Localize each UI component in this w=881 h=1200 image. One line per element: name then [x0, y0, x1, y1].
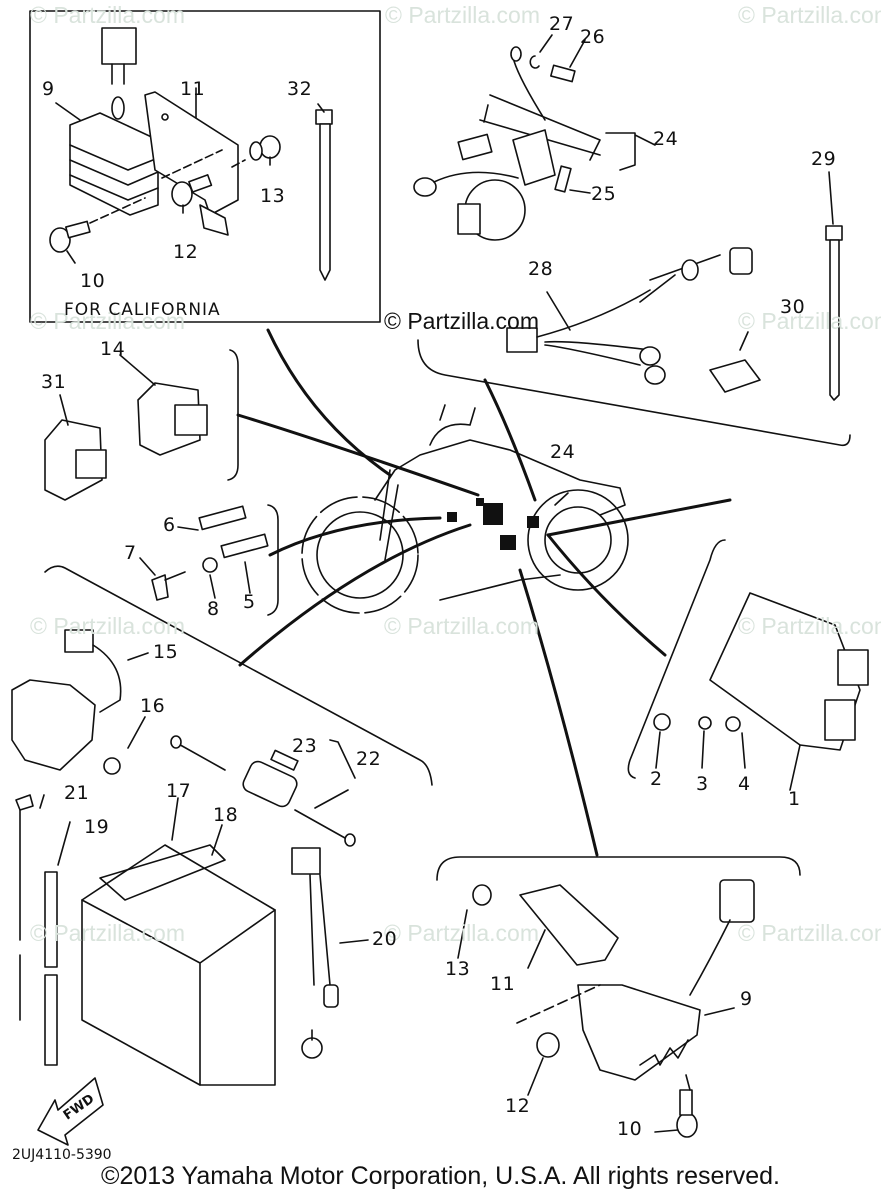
rectifier-group [436, 856, 801, 1138]
callout-14[interactable]: 14 [100, 338, 126, 360]
diagram-code: 2UJ4110-5390 [12, 1147, 112, 1163]
callout-11[interactable]: 11 [180, 78, 206, 100]
callout-24[interactable]: 24 [653, 128, 679, 150]
callout-7[interactable]: 7 [124, 542, 137, 564]
callout-15[interactable]: 15 [153, 641, 179, 663]
callout-6[interactable]: 6 [163, 514, 176, 536]
relay-14 [137, 382, 201, 456]
pointer-lines [236, 328, 732, 857]
callout-9[interactable]: 9 [42, 78, 55, 100]
callout-12-lower[interactable]: 12 [505, 1095, 531, 1117]
california-inset [29, 10, 381, 323]
callout-22[interactable]: 22 [356, 748, 382, 770]
inset-bolt-12 [171, 174, 213, 207]
callout-17[interactable]: 17 [166, 780, 192, 802]
cdi-group [627, 539, 869, 791]
callout-2[interactable]: 2 [650, 768, 663, 790]
callout-19[interactable]: 19 [84, 816, 110, 838]
motorcycle-locator [301, 404, 629, 614]
callout-10[interactable]: 10 [80, 270, 106, 292]
cdi-unit [709, 592, 861, 751]
callout-4[interactable]: 4 [738, 773, 751, 795]
inset-caption: FOR CALIFORNIA [64, 300, 221, 320]
copyright-notice: ©2013 Yamaha Motor Corporation, U.S.A. A… [101, 1162, 780, 1190]
callout-28[interactable]: 28 [528, 258, 554, 280]
wire-harness-group [413, 34, 851, 447]
callout-10-lower[interactable]: 10 [617, 1118, 643, 1140]
callout-13-lower[interactable]: 13 [445, 958, 471, 980]
callout-8[interactable]: 8 [207, 598, 220, 620]
callout-3[interactable]: 3 [696, 773, 709, 795]
inset-cable-tie-32 [315, 109, 333, 281]
callout-29[interactable]: 29 [811, 148, 837, 170]
battery [81, 844, 276, 1086]
solenoid-group [170, 735, 356, 847]
inset-frame [29, 10, 381, 323]
fwd-arrow-icon [37, 1077, 104, 1146]
callout-5[interactable]: 5 [243, 591, 256, 613]
inset-bracket [144, 91, 239, 216]
callout-12[interactable]: 12 [173, 241, 199, 263]
callout-11-lower[interactable]: 11 [490, 973, 516, 995]
callout-21[interactable]: 21 [64, 782, 90, 804]
callout-25[interactable]: 25 [591, 183, 617, 205]
callout-31[interactable]: 31 [41, 371, 67, 393]
switches-group [139, 504, 279, 616]
callout-26[interactable]: 26 [580, 26, 606, 48]
inset-bolt-10 [49, 220, 91, 253]
callout-18[interactable]: 18 [213, 804, 239, 826]
relay-31 [44, 419, 103, 501]
inset-rectifier-regulator [69, 27, 159, 216]
callout-13[interactable]: 13 [260, 185, 286, 207]
starter-relay-group [11, 629, 149, 1021]
relays-group [44, 349, 239, 501]
callout-32[interactable]: 32 [287, 78, 313, 100]
callout-23[interactable]: 23 [292, 735, 318, 757]
callout-27[interactable]: 27 [549, 13, 575, 35]
connector [101, 27, 137, 65]
callout-9-lower[interactable]: 9 [740, 988, 753, 1010]
lower-left-bracket [44, 565, 433, 786]
rectifier-regulator [577, 984, 701, 1081]
callout-20[interactable]: 20 [372, 928, 398, 950]
callout-24-bike[interactable]: 24 [550, 441, 576, 463]
callout-16[interactable]: 16 [140, 695, 166, 717]
callout-1[interactable]: 1 [788, 788, 801, 810]
inset-nut-13 [249, 135, 281, 161]
battery-group [37, 797, 369, 1146]
callout-30[interactable]: 30 [780, 296, 806, 318]
